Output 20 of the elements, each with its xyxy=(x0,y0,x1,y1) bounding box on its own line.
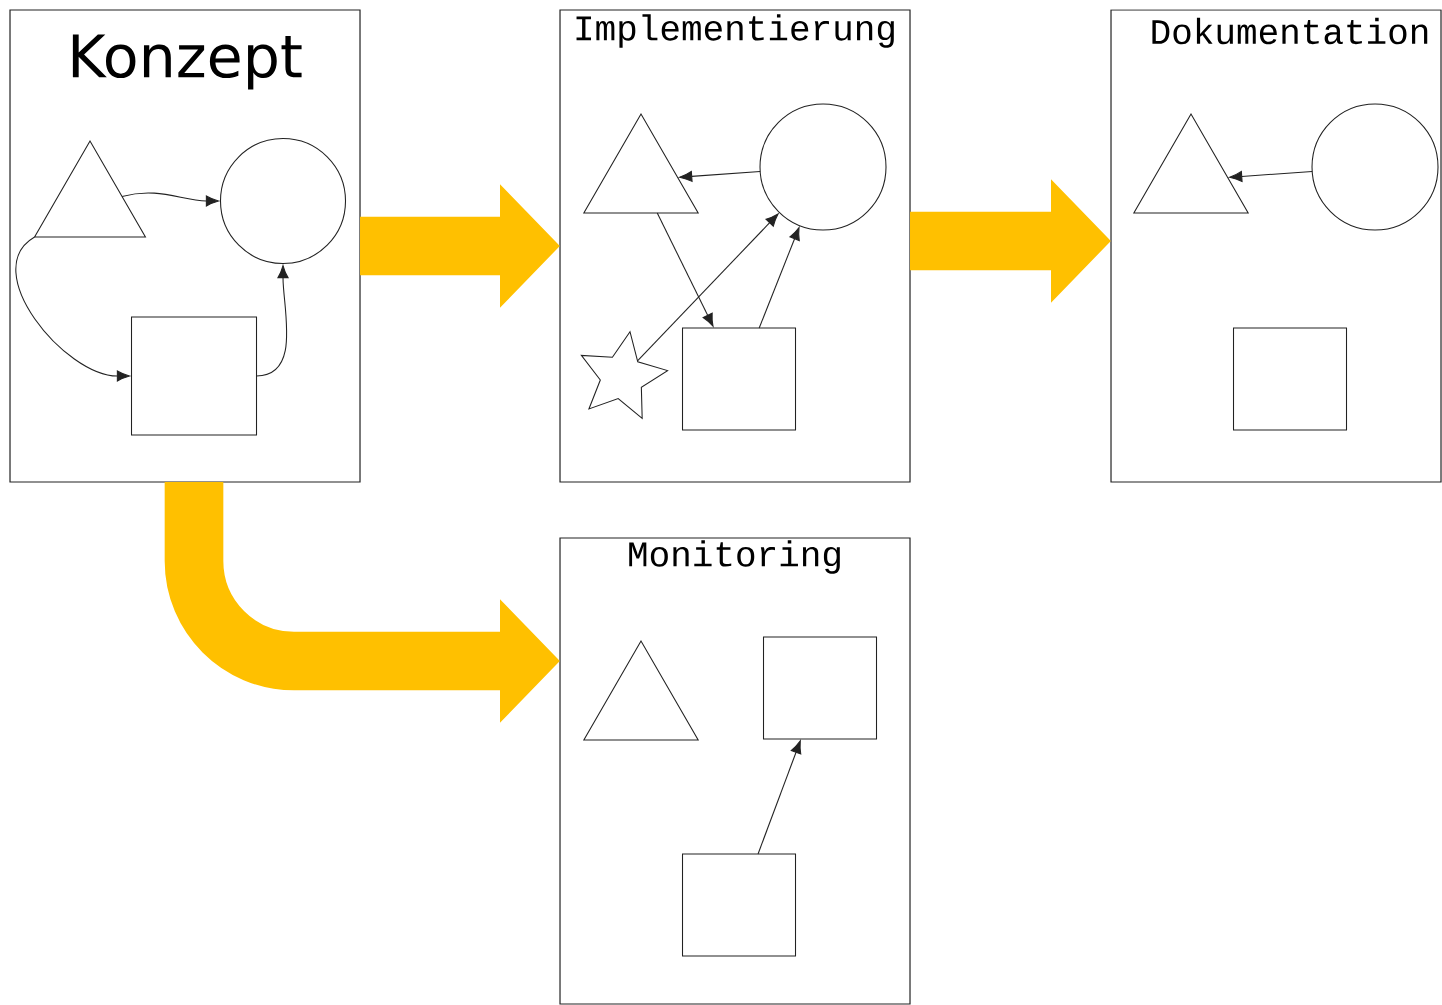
arrow xyxy=(121,192,219,207)
arrow xyxy=(757,740,802,855)
panel-heading: Implementierung xyxy=(576,14,894,48)
circle xyxy=(219,137,347,265)
circle xyxy=(759,103,887,231)
square xyxy=(681,327,797,431)
arrow xyxy=(15,236,130,382)
arrow xyxy=(679,170,761,182)
panel-heading: Konzept xyxy=(72,34,302,90)
arrow xyxy=(255,265,289,377)
square xyxy=(130,316,258,436)
circle xyxy=(1311,103,1439,231)
panel-heading: Dokumentation xyxy=(1152,17,1428,45)
panel-heading: Monitoring xyxy=(629,540,840,574)
arrow xyxy=(758,226,800,329)
arrow xyxy=(656,212,714,327)
square xyxy=(762,636,878,740)
square xyxy=(1232,327,1348,431)
square xyxy=(681,853,797,957)
arrow xyxy=(1229,170,1313,182)
